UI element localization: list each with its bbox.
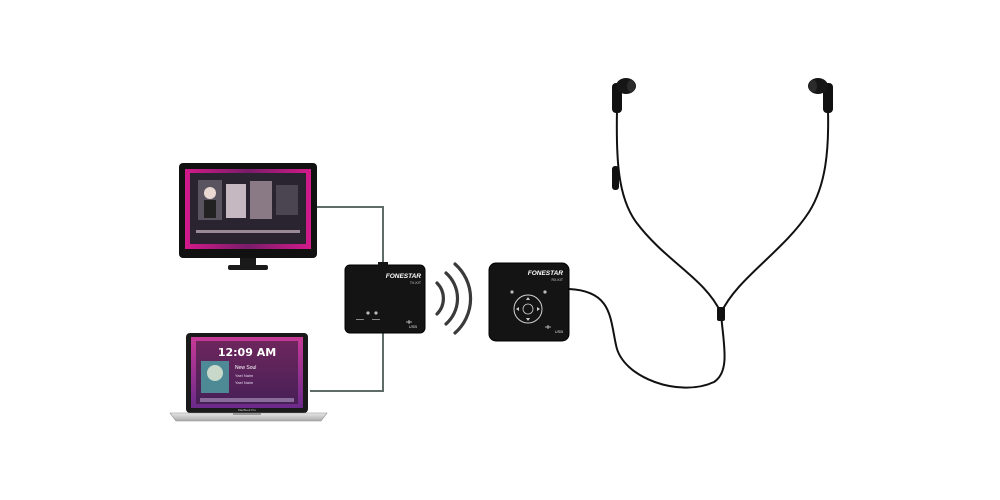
usb-icon-2 <box>545 325 551 329</box>
earphones-icon <box>568 78 833 389</box>
monitor-icon <box>179 163 317 270</box>
earphone-right-cable <box>720 109 830 314</box>
track-album: Yael Naim <box>235 380 254 385</box>
usb-icon <box>406 320 412 324</box>
transmitter-icon: FONESTAR TX-KIT USB <box>344 262 426 334</box>
audio-connection-lines <box>310 206 384 392</box>
receiver-led-2 <box>543 290 547 294</box>
wireless-waves-icon <box>435 262 473 335</box>
receiver-led <box>510 290 514 294</box>
control-center-button <box>522 303 534 315</box>
receiver-icon: FONESTAR RX-KIT USB <box>488 262 570 342</box>
laptop-clock: 12:09 AM <box>218 346 276 359</box>
transmitter-led <box>366 311 370 315</box>
track-artist: Yael Naim <box>235 373 254 378</box>
receiver-brand: FONESTAR <box>528 270 564 277</box>
transmitter-model: TX-KIT <box>410 281 422 285</box>
laptop-to-transmitter-line <box>310 333 384 392</box>
cable-splitter <box>717 307 725 321</box>
laptop-brand: MacBook Pro <box>238 408 256 412</box>
transmitter-led-2 <box>374 311 378 315</box>
left-earbud <box>612 78 636 113</box>
laptop-icon: 12:09 AM New Soul Yael Naim Yael Naim Ma… <box>169 333 328 422</box>
transmitter-brand: FONESTAR <box>386 273 422 280</box>
receiver-body <box>488 262 570 342</box>
receiver-usb-label: USB <box>555 329 564 334</box>
track-title: New Soul <box>235 365 256 371</box>
earphone-main-cable <box>568 288 726 389</box>
transmitter-usb-label: USB <box>409 324 418 329</box>
monitor-to-transmitter-line <box>315 206 384 265</box>
monitor-stand <box>228 265 268 270</box>
inline-remote <box>612 166 619 190</box>
control-ring <box>513 294 543 324</box>
right-earbud <box>808 78 833 113</box>
earphone-left-cable <box>615 109 722 314</box>
laptop-base <box>169 412 328 422</box>
receiver-model: RX-KIT <box>552 278 564 282</box>
